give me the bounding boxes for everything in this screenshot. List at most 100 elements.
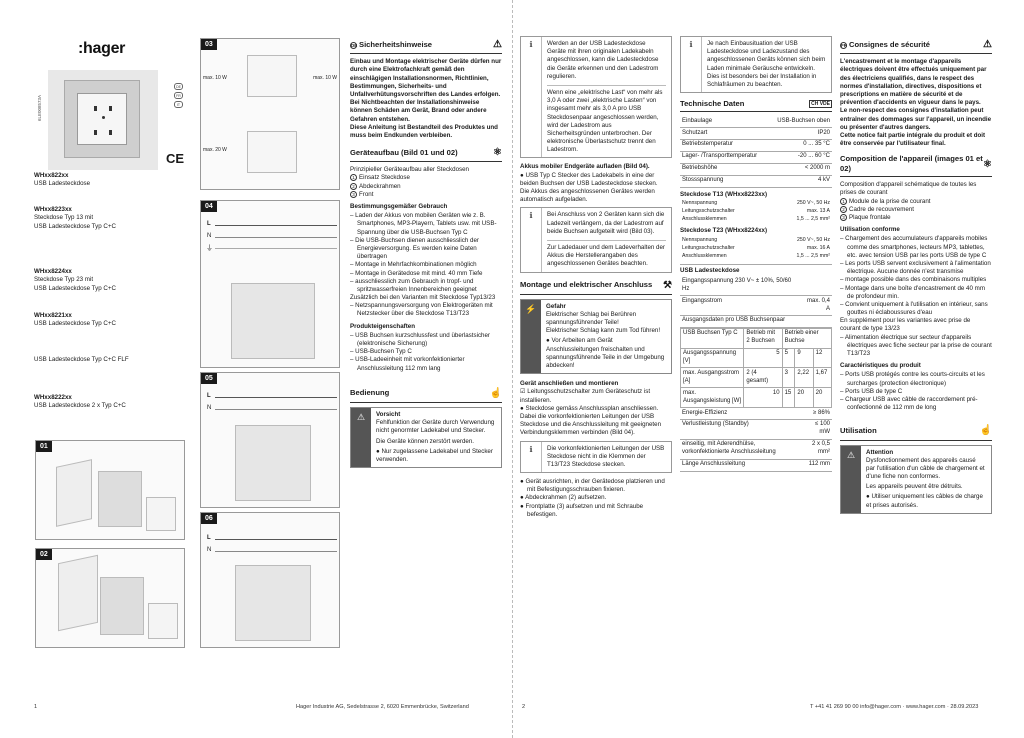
note-box: ℹ Je nach Einbausituation der USB Ladest… xyxy=(680,36,832,94)
list-item: – Alimentation électrique sur secteur d'… xyxy=(840,333,992,358)
caution-text: Die Geräte können zerstört werden. xyxy=(376,437,475,445)
caution-icon: ⚠ xyxy=(841,445,861,513)
wire-line xyxy=(215,539,337,540)
figure-05: 05 L N xyxy=(200,372,340,508)
note-text: Je nach Einbausituation der USB Ladestec… xyxy=(701,37,831,93)
flag-it: IT xyxy=(174,101,183,108)
socket-wiring-drawing xyxy=(231,283,315,359)
flag-fr: FR xyxy=(174,92,183,99)
figure-number: 06 xyxy=(201,513,217,525)
figure-number: 03 xyxy=(201,39,217,51)
info-icon: ℹ xyxy=(529,211,533,221)
caution-icon: ⚠ xyxy=(351,407,371,468)
table-row: Lager- /Transporttemperatur-20 ... 60 °C xyxy=(680,151,832,164)
caution-box: ⚠ Attention Dysfonctionnement des appare… xyxy=(840,444,992,514)
tools-icon: ⚒ xyxy=(663,279,672,291)
socket-wiring-drawing xyxy=(235,425,311,501)
danger-bullet: ● Vor Arbeiten am Gerät Anschlussleitung… xyxy=(546,337,665,369)
section-title: Composition de l'appareil (images 01 et … xyxy=(840,154,992,178)
list-item: – montage possible dans des combinaisons… xyxy=(840,276,987,284)
caution-bullet: ● Utiliser uniquement les câbles de char… xyxy=(866,493,983,509)
wire-label: L xyxy=(207,393,211,399)
section-title: Geräteaufbau (Bild 01 und 02)⚛ xyxy=(350,146,502,163)
note-text: Die vorkonfektionierten Leitungen der US… xyxy=(541,441,671,473)
note-text: Werden an der USB Ladesteckdose Geräte m… xyxy=(547,40,659,80)
check-item: ☑ Leitungsschutzschalter zum Geräteschut… xyxy=(520,388,651,404)
fold-line xyxy=(512,0,513,738)
socket-insert-drawing xyxy=(56,459,92,527)
subsection-title: Akkus mobiler Endgeräte aufladen (Bild 0… xyxy=(520,163,650,171)
power-label: max. 10 W xyxy=(313,75,337,81)
socket-wiring-drawing xyxy=(235,565,311,641)
caution-box: ⚠ Vorsicht Fehlfunktion der Geräte durch… xyxy=(350,406,502,469)
danger-text: Elektrischer Schlag kann zum Tod führen! xyxy=(546,327,661,335)
warning-people-icon: ⚠ xyxy=(493,39,502,50)
list-item: – USB-Buchsen Typ C xyxy=(350,348,412,356)
caution-title: Attention xyxy=(866,448,894,456)
figure-06: 06 L N xyxy=(200,512,340,648)
cover-frame-drawing xyxy=(98,471,142,527)
note-text: Wenn eine „elektrische Last“ von mehr al… xyxy=(547,84,666,155)
structure-icon: ⚛ xyxy=(983,158,992,170)
table-row: Ausgangsdaten pro USB Buchsenpaar xyxy=(680,315,832,328)
caution-text: Dysfonctionnement des appareils causé pa… xyxy=(866,456,985,481)
info-icon: ℹ xyxy=(529,40,533,49)
danger-text: Elektrischer Schlag bei Berühren spannun… xyxy=(546,310,637,327)
socket-drawing xyxy=(247,55,297,97)
list-item: ● Abdeckrahmen (2) aufsetzen. xyxy=(520,494,607,502)
de-column-3: ℹ Je nach Einbausituation der USB Ladest… xyxy=(680,36,832,472)
caution-text: Les appareils peuvent être détruits. xyxy=(866,483,963,491)
section-title: Montage und elektrischer Anschluss⚒ xyxy=(520,279,672,295)
list-item: ● Frontplatte (3) aufsetzen und mit Schr… xyxy=(520,502,644,518)
figure-number: 01 xyxy=(36,441,52,453)
list-item: – Ports USB protégés contre les courts-c… xyxy=(840,371,985,387)
approval-badges: CH VDE xyxy=(809,99,832,109)
usb-table: Eingangsspannung 230 V~ ± 10%, 50/60 Hz … xyxy=(680,276,832,328)
list-item: – Die USB-Buchsen dienen ausschliesslich… xyxy=(350,236,479,261)
note-text: Zur Ladedauer und dem Ladeverhalten der … xyxy=(547,239,666,269)
ce-mark: CE xyxy=(166,151,185,166)
wire-label: N xyxy=(207,233,212,239)
product-image xyxy=(48,70,158,170)
danger-box: ⚡ Gefahr Elektrischer Schlag bei Berühre… xyxy=(520,298,672,375)
note-box: ℹ Werden an der USB Ladesteckdose Geräte… xyxy=(520,36,672,159)
warning-people-icon: ⚠ xyxy=(983,39,992,50)
subsection-title: USB Ladesteckdose xyxy=(680,264,832,275)
use-extra: Zusätzlich bei den Varianten mit Steckdo… xyxy=(350,294,496,302)
wire-line xyxy=(215,409,337,410)
list-item: – Montage in Mehrfachkombinationen mögli… xyxy=(350,261,477,269)
page-number: 2 xyxy=(522,704,526,710)
list-item: – USB-Ladeeinheit mit vorkonfektionierte… xyxy=(350,356,465,372)
figure-02: 02 xyxy=(35,548,185,648)
hager-logo: :hager xyxy=(78,40,126,57)
document-code: 6LE008573A xyxy=(37,95,42,122)
structure-intro: Prinzipieller Geräteaufbau aller Steckdo… xyxy=(350,166,470,174)
list-item: – Les ports USB servent exclusivement à … xyxy=(840,259,991,276)
list-item: – Netzspannungsversorgung von Elektroger… xyxy=(350,302,493,318)
table-row: Verlustleistung (Standby)≤ 100 mW xyxy=(680,419,832,440)
footer-contact: T +41 41 269 90 00 info@hager.com · www.… xyxy=(810,704,979,710)
use-list: – Chargement des accumulateurs d'apparei… xyxy=(840,235,992,317)
use-extra: En supplément pour les variantes avec pr… xyxy=(840,317,971,333)
list-item: – Ports USB de type C xyxy=(840,387,903,395)
wire-line xyxy=(215,397,337,398)
section-title: Utilisation☝ xyxy=(840,424,992,441)
wire-line xyxy=(215,225,337,226)
figure-number: 04 xyxy=(201,201,217,213)
